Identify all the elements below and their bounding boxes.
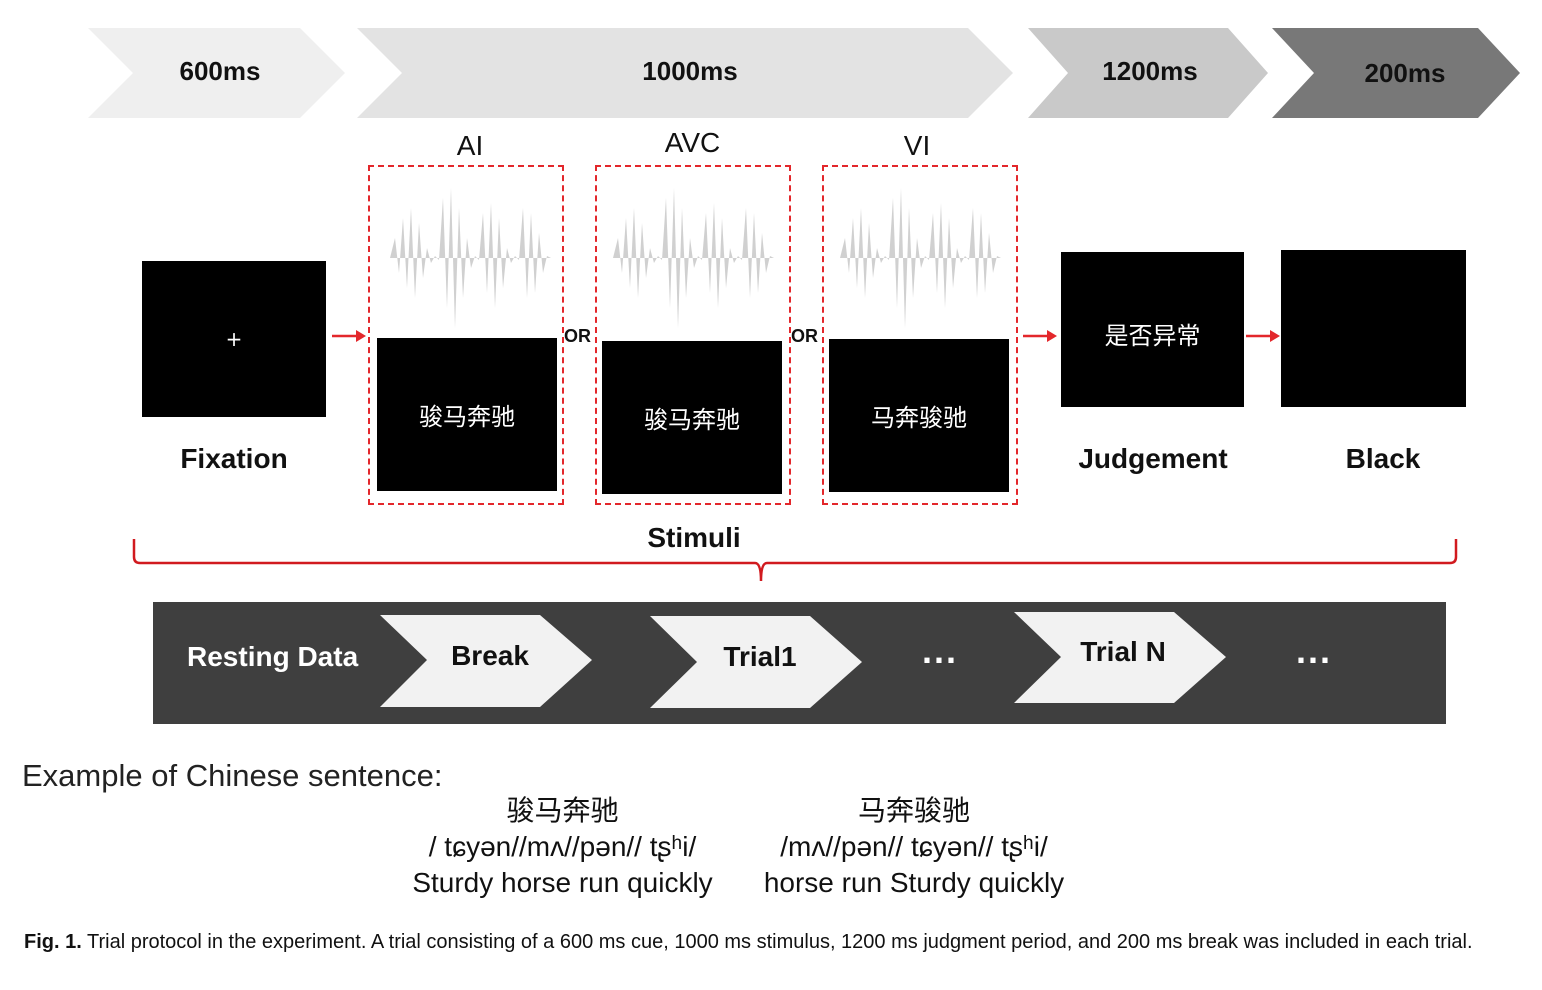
waveform-icon xyxy=(613,188,774,328)
judgement-screen: 是否异常 xyxy=(1061,252,1244,407)
example-gloss: horse run Sturdy quickly xyxy=(763,867,1065,898)
chevron-break xyxy=(380,615,592,707)
stimuli-brace xyxy=(132,539,1458,582)
judgement-text: 是否异常 xyxy=(1104,322,1201,350)
caption-text: Trial protocol in the experiment. A tria… xyxy=(87,931,1473,953)
stimulus-box-avc xyxy=(595,165,791,505)
stimulus-text-avc: 骏马奔驰 xyxy=(644,406,740,434)
timeline-segment-1000ms xyxy=(357,28,1013,118)
stimulus-text-vi: 马奔骏驰 xyxy=(871,404,967,432)
stimulus-screen-vi: 马奔骏驰 xyxy=(829,339,1009,492)
fixation-cross: + xyxy=(225,327,243,351)
stimulus-box-ai xyxy=(368,165,564,505)
or-label-1: OR xyxy=(564,326,591,346)
stimulus-box-vi xyxy=(822,165,1018,505)
fixation-screen: + xyxy=(142,261,326,417)
judgement-label: Judgement xyxy=(1078,443,1228,474)
stimulus-text-ai: 骏马奔驰 xyxy=(419,403,515,431)
sequence-ellipsis-2: ... xyxy=(1296,630,1333,671)
modality-label-ai: AI xyxy=(456,130,484,161)
arrow-right-icon xyxy=(1023,330,1057,342)
sequence-chevrons xyxy=(380,612,1226,708)
arrow-right-icon xyxy=(1246,330,1280,342)
modality-label-avc: AVC xyxy=(664,127,721,158)
black-screen xyxy=(1281,250,1466,407)
fixation-label: Fixation xyxy=(180,443,288,474)
stimuli-group-label: Stimuli xyxy=(647,522,741,553)
resting-data-label: Resting Data xyxy=(187,641,359,672)
waveform-icon xyxy=(840,188,1001,328)
modality-label-vi: VI xyxy=(903,130,931,161)
or-label-2: OR xyxy=(791,326,818,346)
sequence-item-trial1: Trial1 xyxy=(723,641,797,672)
black-label: Black xyxy=(1345,443,1421,474)
timeline-label-200ms: 200ms xyxy=(1364,58,1446,88)
timeline-label-600ms: 600ms xyxy=(179,56,261,86)
example-chinese: 骏马奔驰 xyxy=(506,794,619,827)
timeline-label-1000ms: 1000ms xyxy=(642,56,738,86)
chevron-trial1 xyxy=(650,616,862,708)
example-gloss: Sturdy horse run quickly xyxy=(412,867,713,898)
sequence-item-trialn: Trial N xyxy=(1080,636,1166,667)
example-title: Example of Chinese sentence: xyxy=(22,758,443,793)
example-sentence-1: 骏马奔驰 / tɕyən//mʌ//pən// tʂʰi/ Sturdy hor… xyxy=(390,793,735,901)
stimulus-screen-ai: 骏马奔驰 xyxy=(377,338,557,491)
figure-caption: Fig. 1. Trial protocol in the experiment… xyxy=(24,928,1520,956)
waveform-icon xyxy=(390,188,551,328)
arrow-right-icon xyxy=(332,330,366,342)
stimulus-screen-avc: 骏马奔驰 xyxy=(602,341,782,494)
example-sentence-2: 马奔骏驰 /mʌ//pən// tɕyən// tʂʰi/ horse run … xyxy=(745,793,1083,901)
sequence-ellipsis-1: ... xyxy=(922,630,959,671)
timeline-segment-1200ms xyxy=(1028,28,1268,118)
timeline-segment-200ms xyxy=(1272,28,1520,118)
caption-prefix: Fig. 1. xyxy=(24,931,82,953)
sequence-item-break: Break xyxy=(451,640,529,671)
example-chinese: 马奔骏驰 xyxy=(857,794,970,827)
timeline-bar xyxy=(88,28,1520,118)
example-ipa: / tɕyən//mʌ//pən// tʂʰi/ xyxy=(428,831,697,862)
chevron-trialn xyxy=(1014,612,1226,703)
timeline-segment-600ms xyxy=(88,28,345,118)
example-ipa: /mʌ//pən// tɕyən// tʂʰi/ xyxy=(780,831,1048,862)
timeline-label-1200ms: 1200ms xyxy=(1102,56,1198,86)
